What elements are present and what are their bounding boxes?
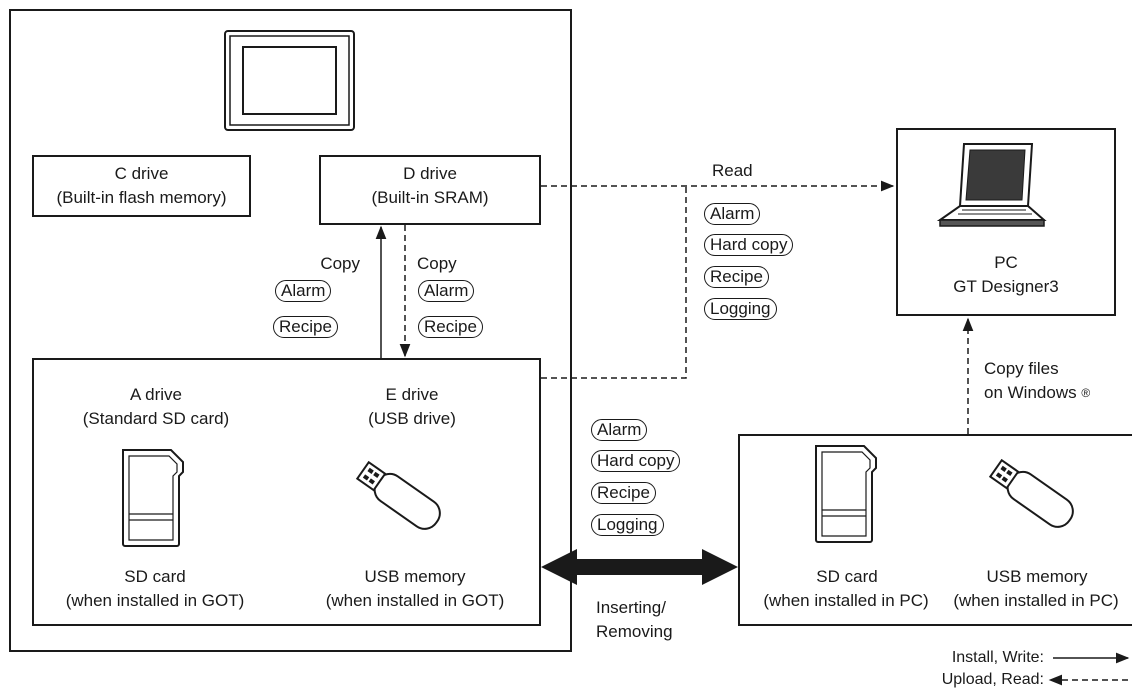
read-alarm-tag: Alarm	[704, 203, 761, 225]
got-usb-memory-sub: (when installed in GOT)	[325, 591, 505, 610]
copy-down-label: Copy	[417, 254, 457, 273]
got-monitor-icon	[224, 30, 355, 131]
got-frame	[9, 9, 572, 652]
c-drive-sub: (Built-in flash memory)	[56, 188, 227, 207]
pc-sd-card-icon	[812, 444, 884, 544]
read-label: Read	[712, 161, 753, 180]
copy-up-alarm-tag: Alarm	[275, 280, 332, 302]
transfer-alarm-tag: Alarm	[591, 419, 648, 441]
a-drive-title: A drive	[130, 385, 182, 404]
read-recipe-tag: Recipe	[704, 266, 769, 288]
got-sd-card-sub: (when installed in GOT)	[65, 591, 245, 610]
c-drive-title: C drive	[114, 164, 169, 183]
c-drive-box	[32, 155, 251, 217]
read-logging-tag: Logging	[704, 298, 777, 320]
got-media-box	[32, 358, 541, 626]
usb-memory-icon	[352, 460, 462, 540]
pc-title: PC	[994, 253, 1018, 272]
pc-sub: GT Designer3	[953, 277, 1059, 296]
pc-sd-card-title: SD card	[816, 567, 878, 586]
legend-upload-read: Upload, Read:	[941, 671, 1044, 688]
got-usb-memory-title: USB memory	[364, 567, 466, 586]
transfer-hard-copy-tag: Hard copy	[591, 450, 681, 472]
copy-down-alarm-tag: Alarm	[418, 280, 475, 302]
pc-sd-card-sub: (when installed in PC)	[763, 591, 929, 610]
registered-mark: ®	[1081, 386, 1091, 400]
transfer-logging-tag: Logging	[591, 514, 664, 536]
inserting-removing-double-arrow	[541, 549, 738, 585]
copy-files-line2: on Windows ®	[984, 382, 1114, 404]
d-drive-box	[319, 155, 541, 225]
inserting-label: Inserting/	[596, 598, 666, 617]
transfer-recipe-tag: Recipe	[591, 482, 656, 504]
pc-box	[896, 128, 1116, 316]
copy-files-line1: Copy files	[984, 359, 1059, 378]
read-hard-copy-tag: Hard copy	[704, 234, 794, 256]
pc-usb-memory-sub: (when installed in PC)	[953, 591, 1119, 610]
copy-up-recipe-tag: Recipe	[273, 316, 338, 338]
d-drive-title: D drive	[403, 164, 457, 183]
e-drive-sub: (USB drive)	[368, 409, 456, 428]
pc-media-box	[738, 434, 1132, 626]
copy-down-recipe-tag: Recipe	[418, 316, 483, 338]
a-drive-sub: (Standard SD card)	[82, 409, 230, 428]
laptop-icon	[928, 140, 1048, 236]
pc-usb-memory-icon	[985, 458, 1095, 538]
got-sd-card-title: SD card	[124, 567, 186, 586]
d-drive-sub: (Built-in SRAM)	[371, 188, 489, 207]
removing-label: Removing	[596, 622, 673, 641]
legend-install-write: Install, Write:	[951, 649, 1044, 666]
read-line-from-media	[541, 186, 687, 379]
copy-up-label: Copy	[320, 254, 360, 273]
copy-files-windows-text: on Windows	[984, 383, 1077, 402]
sd-card-icon	[119, 448, 191, 548]
e-drive-title: E drive	[385, 385, 439, 404]
pc-usb-memory-title: USB memory	[986, 567, 1088, 586]
